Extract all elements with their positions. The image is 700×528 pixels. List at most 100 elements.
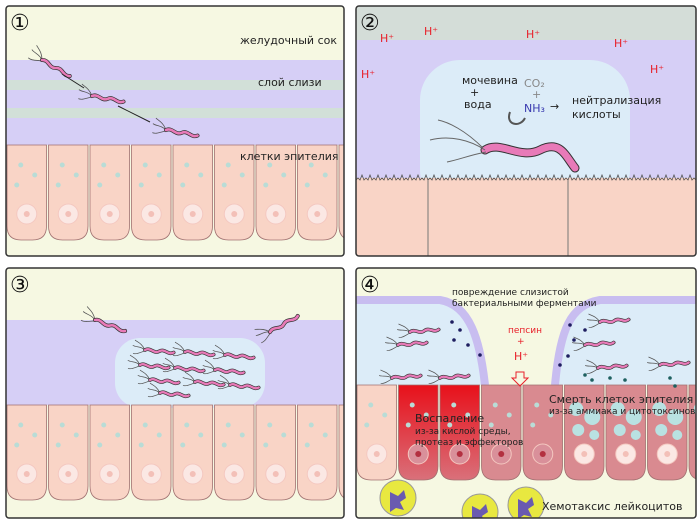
granule: [488, 422, 494, 428]
granule: [101, 422, 107, 428]
bacterium: [132, 339, 176, 356]
neutralization-label: кислоты: [572, 108, 621, 121]
granule: [180, 442, 186, 448]
nucleolus: [231, 471, 238, 477]
granule: [221, 442, 227, 448]
water-label: вода: [464, 98, 492, 111]
granule: [14, 442, 20, 448]
bacterium: [78, 83, 126, 105]
inflammation-detail: из-за кислой среды,: [415, 427, 511, 437]
nucleolus: [23, 211, 30, 217]
granule: [115, 172, 121, 178]
enzyme-dot: [452, 338, 456, 342]
bacterium-body: [658, 361, 690, 367]
granule: [55, 182, 61, 188]
bacterium-body: [438, 374, 470, 380]
nucleolus: [581, 451, 588, 457]
nucleolus: [148, 471, 155, 477]
epithelial-cell: [89, 144, 130, 241]
bacterium-body: [596, 364, 628, 370]
granule: [14, 182, 20, 188]
bacterium-body: [213, 368, 245, 375]
plus-label: +: [532, 88, 541, 101]
ammonia-dot: [590, 378, 594, 382]
enzyme-dot: [566, 354, 570, 358]
bacterium: [147, 382, 191, 399]
granule: [322, 432, 328, 438]
vacuole: [584, 409, 601, 425]
epithelial-cell: [688, 384, 696, 481]
nucleolus: [539, 451, 546, 457]
granule: [267, 422, 273, 428]
granule: [465, 412, 471, 418]
granule: [308, 422, 314, 428]
granule: [184, 162, 190, 168]
proton-label: H⁺: [380, 32, 394, 45]
cell-death-label: Смерть клеток эпителия: [549, 393, 693, 406]
granule: [263, 182, 269, 188]
nucleolus: [314, 471, 321, 477]
vacuole: [610, 402, 625, 416]
granule: [322, 172, 328, 178]
bacterium-body: [93, 318, 127, 333]
vacuole: [613, 424, 626, 436]
granule: [239, 172, 245, 178]
granule: [350, 423, 355, 428]
granule: [534, 402, 540, 408]
granule: [350, 163, 355, 168]
bacterium: [172, 341, 216, 358]
epithelial-cell: [48, 144, 89, 241]
epithelial-cell: [172, 144, 213, 241]
nucleolus: [622, 451, 629, 457]
cell-death-detail: из-за аммиака и цитотоксинов: [549, 407, 695, 417]
nucleolus: [65, 211, 72, 217]
bacterium-body: [164, 128, 199, 138]
granule: [198, 172, 204, 178]
nucleolus: [272, 471, 279, 477]
panel-number: ①: [10, 11, 30, 36]
vacuole: [672, 430, 683, 440]
granule: [304, 442, 310, 448]
granule: [156, 432, 162, 438]
granule: [281, 432, 287, 438]
bacterium: [379, 369, 423, 384]
ammonia-dot: [673, 384, 677, 388]
bacterium-body: [228, 383, 260, 390]
granule: [346, 183, 351, 188]
granule: [263, 442, 269, 448]
granule: [368, 402, 374, 408]
vacuole: [630, 430, 641, 440]
granule: [32, 432, 38, 438]
bacterium: [254, 314, 300, 344]
granule: [405, 422, 411, 428]
epithelial-cell: [338, 144, 344, 241]
bacterium-body: [40, 58, 72, 78]
vacuole: [572, 424, 585, 436]
bacterium: [27, 45, 72, 78]
epithelial-cell: [356, 384, 397, 481]
epithelium: [6, 144, 355, 241]
gastric-juice-label: желудочный сок: [240, 34, 337, 47]
mucosa-damage-label: повреждение слизистой: [452, 288, 569, 298]
bacterium: [152, 117, 200, 139]
bacterium: [397, 323, 441, 338]
granule: [73, 432, 79, 438]
bacterium: [585, 359, 629, 374]
pepsin-label: пепсин: [508, 326, 542, 336]
bacterium-body: [183, 350, 215, 357]
bacterium: [137, 369, 181, 386]
mucus-layer-label: слой слизи: [258, 76, 322, 89]
bacterium: [217, 374, 261, 391]
inflammation-detail: протеаз и эффекторов: [415, 438, 523, 448]
epithelial-cell: [338, 404, 344, 501]
bacterium: [182, 371, 226, 388]
bacterium: [427, 369, 471, 384]
proton-label: H⁺: [650, 63, 664, 76]
granule: [364, 422, 370, 428]
nucleolus: [23, 471, 30, 477]
granule: [447, 422, 453, 428]
nh3-label: NH₃: [524, 102, 545, 115]
enzyme-dot: [458, 328, 462, 332]
granule: [506, 412, 512, 418]
